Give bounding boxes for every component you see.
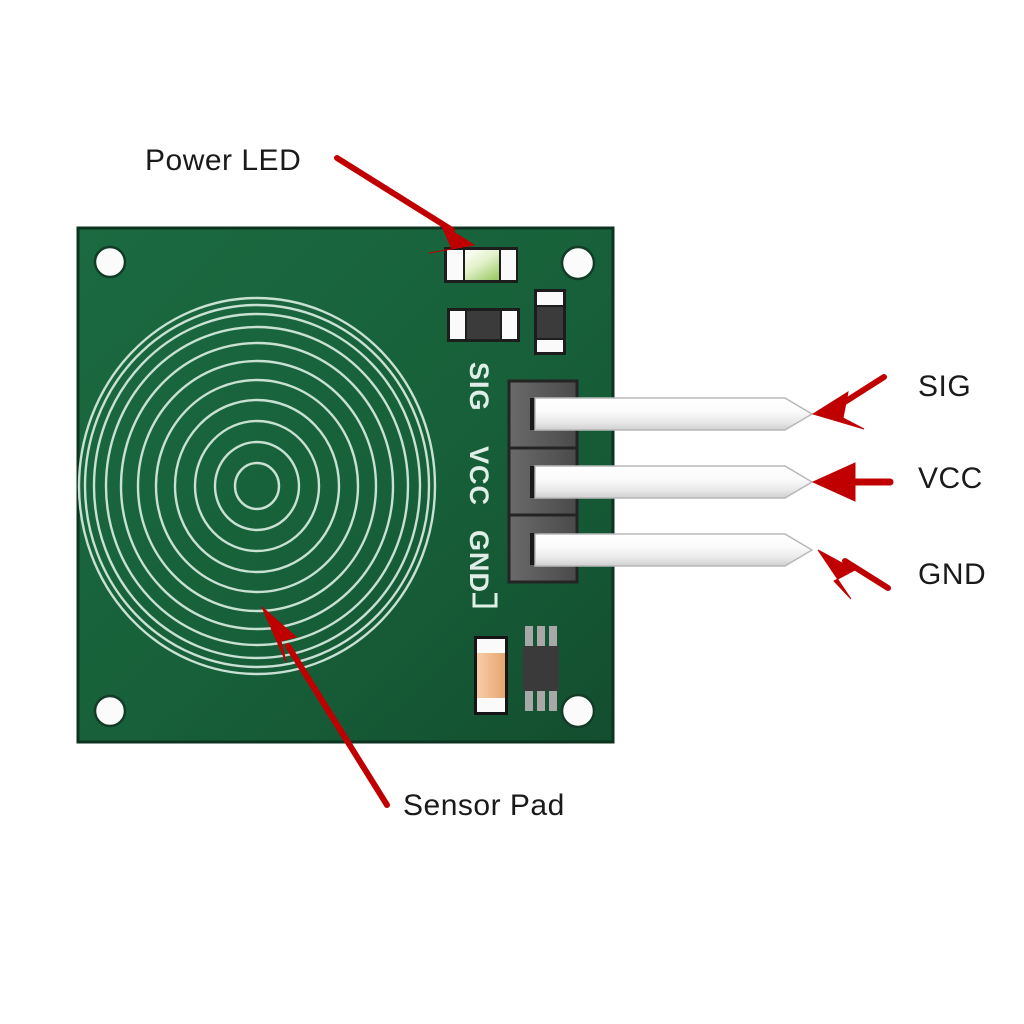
silkscreen-label-gnd: GND <box>464 530 494 593</box>
smd-capacitor-component <box>534 289 566 355</box>
mounting-hole-top-left <box>93 245 127 279</box>
power-led-component <box>444 247 518 283</box>
silk-footprint <box>472 593 498 608</box>
mounting-hole-bottom-left <box>93 694 127 728</box>
sensor-pad-arrow <box>261 606 390 808</box>
callout-label-power-led: Power LED <box>145 144 302 177</box>
sig-pin <box>534 397 814 431</box>
vcc-pin <box>534 465 814 499</box>
smd-ic-component <box>523 626 559 711</box>
vcc-arrow <box>811 462 894 502</box>
mounting-holes <box>93 245 596 729</box>
silkscreen-label-vcc: VCC <box>464 446 494 507</box>
smd-resistor-component <box>447 308 520 342</box>
sig-arrow <box>811 374 887 430</box>
gnd-arrow <box>817 549 891 600</box>
callout-arrows <box>261 155 894 808</box>
mounting-hole-bottom-right <box>560 693 596 729</box>
power-led-arrow <box>334 155 476 254</box>
mounting-hole-top-right <box>560 245 596 281</box>
callout-label-vcc: VCC <box>918 462 983 495</box>
callout-label-sig: SIG <box>918 370 972 403</box>
gnd-pin <box>534 533 814 567</box>
spiral-sensor-pad <box>77 296 437 676</box>
callout-label-gnd: GND <box>918 558 987 591</box>
through-hole-resistor-component <box>474 636 508 715</box>
silkscreen-label-sig: SIG <box>464 362 494 412</box>
pin-leads <box>534 397 814 567</box>
callout-label-sensor-pad: Sensor Pad <box>403 789 565 822</box>
